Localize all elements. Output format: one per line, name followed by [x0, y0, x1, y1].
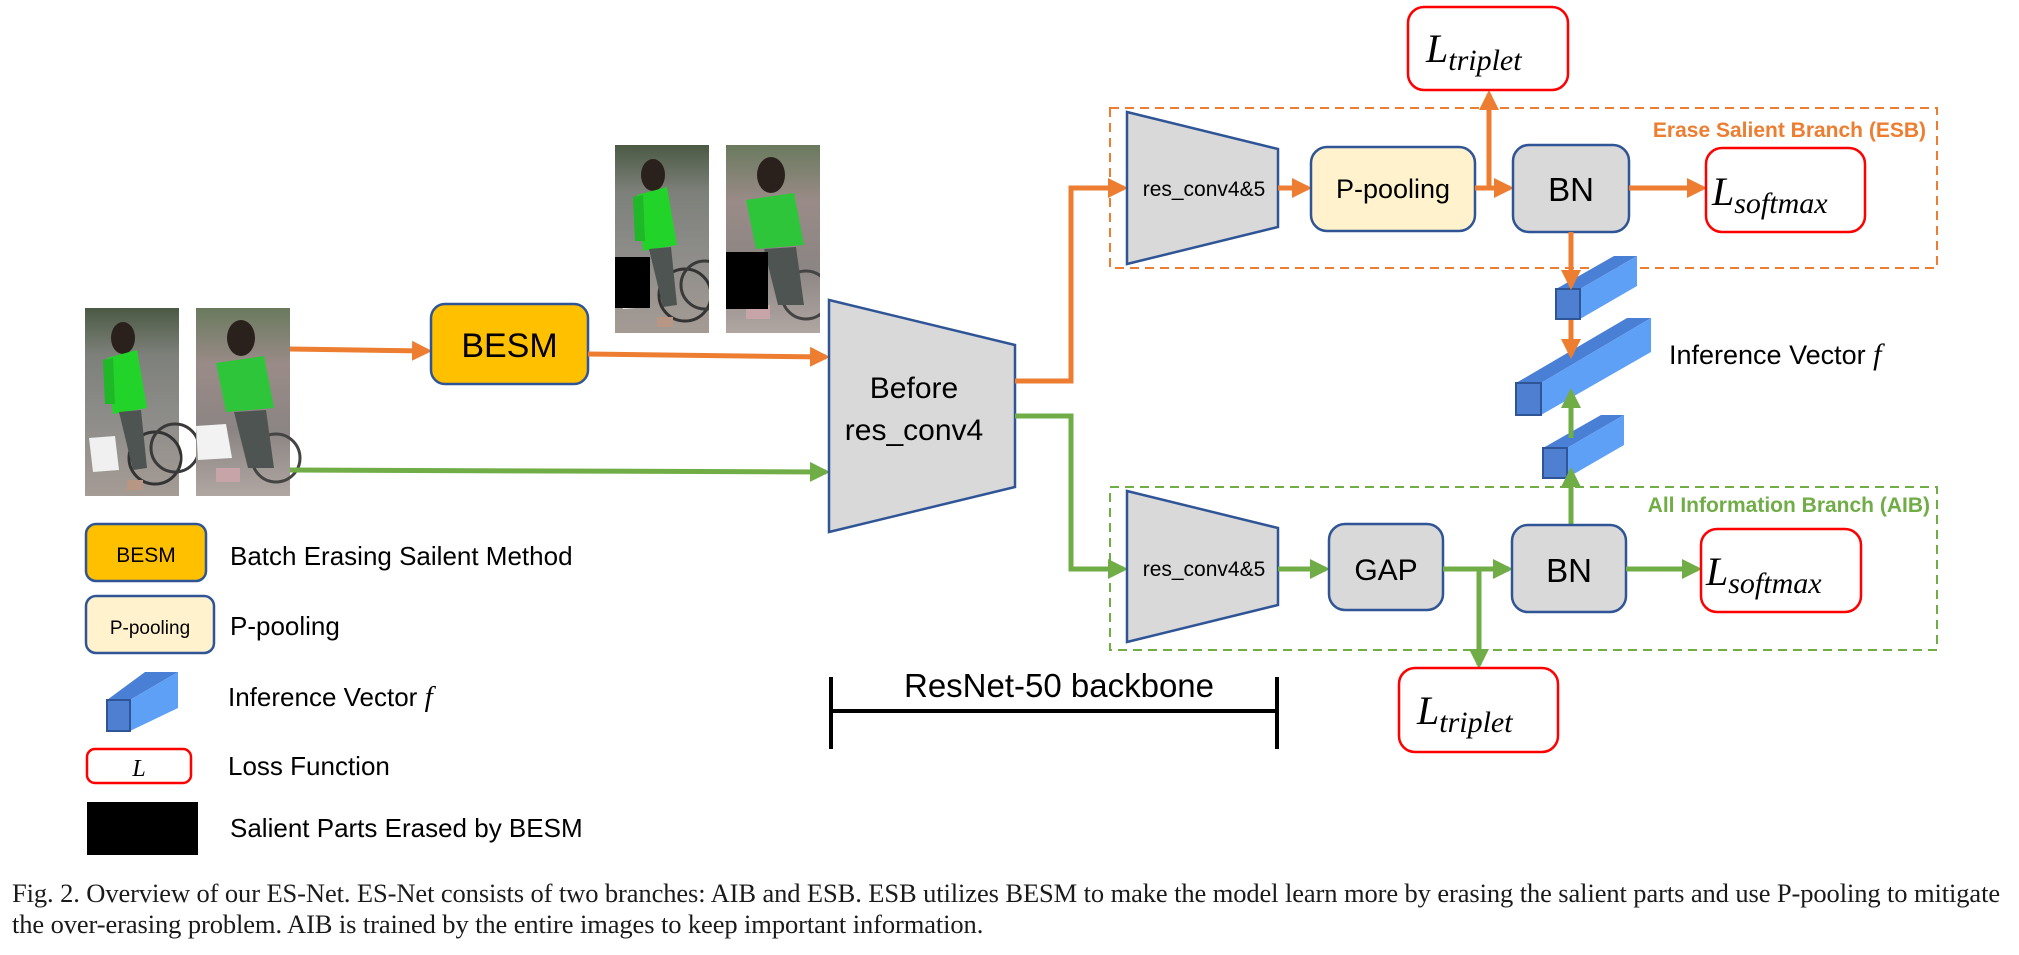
legend-item-loss: L Loss Function [85, 747, 390, 785]
esb-branch: Erase Salient Branch (ESB) res_conv4&5 P… [1109, 90, 1938, 269]
arrow-to-aib [1015, 413, 1128, 579]
arrow-input-to-backbone [289, 461, 830, 482]
backbone-label: ResNet-50 backbone [904, 667, 1214, 704]
esb-triplet-main: L [1425, 26, 1448, 71]
esb-conv-label: res_conv4&5 [1143, 178, 1266, 201]
esb-title: Erase Salient Branch (ESB) [1653, 119, 1926, 142]
svg-text:L: L [131, 756, 145, 782]
legend: BESM Batch Erasing Sailent Method P-pool… [84, 522, 583, 855]
aib-triplet-main: L [1416, 688, 1439, 733]
aib-conv-label: res_conv4&5 [1143, 558, 1266, 581]
figure-caption: Fig. 2. Overview of our ES-Net. ES-Net c… [12, 878, 2001, 939]
legend-label-besm: Batch Erasing Sailent Method [230, 541, 573, 571]
aib-triplet-loss: Ltriplet [1397, 666, 1560, 754]
esb-softmax-sub: softmax [1734, 187, 1828, 220]
before-label-line2: res_conv4 [845, 414, 983, 447]
aib-title: All Information Branch (AIB) [1648, 494, 1930, 517]
svg-text:P-pooling: P-pooling [110, 618, 190, 639]
legend-item-inference-vector: Inference Vector f [106, 672, 437, 732]
legend-label-loss: Loss Function [228, 751, 390, 781]
legend-item-besm: BESM Batch Erasing Sailent Method [84, 522, 573, 583]
aib-feature-cube [1542, 414, 1625, 479]
aib-branch: All Information Branch (AIB) res_conv4&5… [1109, 486, 1938, 669]
aib-conv-block [1125, 489, 1280, 644]
svg-text:BESM: BESM [116, 544, 176, 567]
aib-bn-label: BN [1546, 552, 1592, 589]
esb-triplet-sub: triplet [1448, 44, 1522, 77]
input-image-1 [83, 306, 201, 498]
legend-item-erased: Salient Parts Erased by BESM [87, 802, 583, 855]
esb-softmax-main: L [1711, 169, 1734, 214]
svg-text:Ltriplet: Ltriplet [1425, 26, 1522, 77]
legend-item-p-pooling: P-pooling P-pooling [84, 594, 340, 655]
erased-image-1 [615, 145, 709, 333]
svg-text:Lsoftmax: Lsoftmax [1711, 169, 1828, 220]
cube-icon [106, 672, 178, 732]
backbone-bracket: ResNet-50 backbone [829, 667, 1279, 749]
svg-text:Ltriplet: Ltriplet [1416, 688, 1513, 739]
input-image-2 [194, 306, 302, 498]
svg-text:Lsoftmax: Lsoftmax [1705, 549, 1822, 600]
aib-softmax-sub: softmax [1728, 567, 1822, 600]
besm-label: BESM [461, 327, 557, 365]
before-res-conv4-block: Before res_conv4 [827, 298, 1017, 534]
gap-label: GAP [1354, 554, 1417, 587]
legend-label-p-pooling: P-pooling [230, 611, 340, 641]
esb-feature-cube [1555, 255, 1638, 320]
esb-triplet-loss: Ltriplet [1406, 5, 1570, 92]
arrow-besm-to-backbone [587, 346, 830, 367]
erased-image-2 [726, 145, 820, 333]
esb-bn-label: BN [1548, 171, 1594, 208]
p-pooling-label: P-pooling [1336, 174, 1450, 204]
arrow-input-to-besm [289, 340, 432, 361]
esb-conv-block [1125, 110, 1280, 266]
legend-label-inference: Inference Vector f [228, 681, 437, 713]
legend-label-erased: Salient Parts Erased by BESM [230, 813, 583, 843]
aib-softmax-main: L [1705, 549, 1728, 594]
aib-triplet-sub: triplet [1439, 706, 1513, 739]
aib-softmax-loss: Lsoftmax [1699, 527, 1863, 614]
erased-swatch [87, 802, 198, 855]
inference-vector-label: Inference Vector f [1669, 338, 1885, 371]
inference-vector-cube [1515, 318, 1651, 416]
esb-softmax-loss: Lsoftmax [1704, 146, 1867, 234]
besm-box: BESM [429, 302, 590, 386]
arrow-to-esb [1015, 178, 1128, 384]
before-label-line1: Before [870, 372, 958, 405]
